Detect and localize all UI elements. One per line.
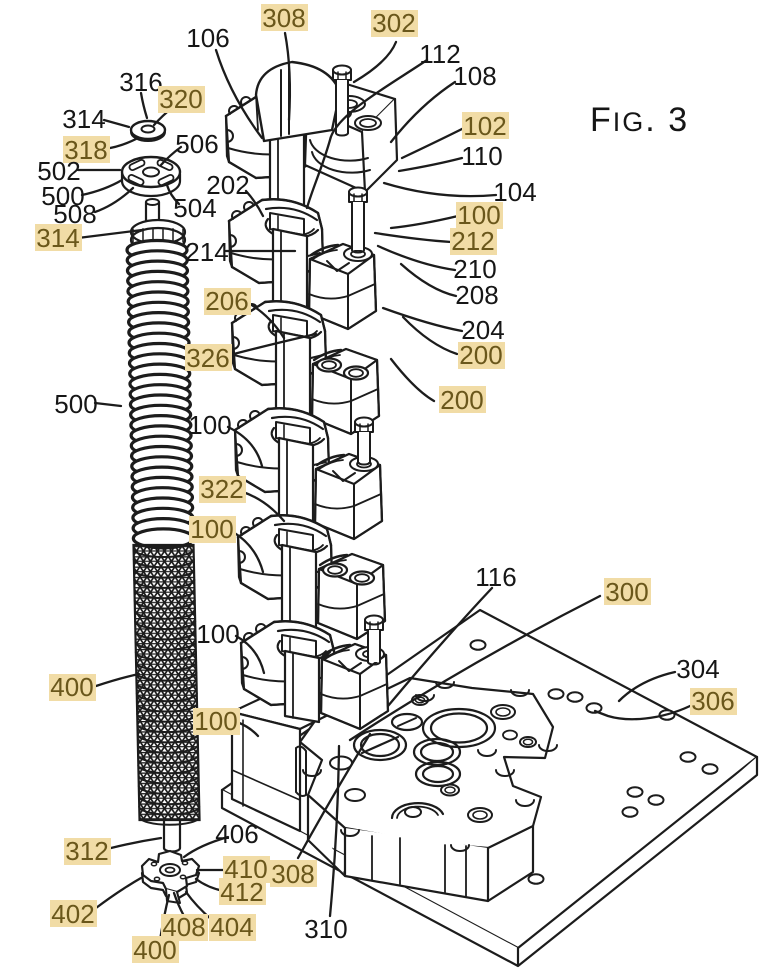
svg-text:304: 304 [676,654,719,684]
svg-text:100: 100 [194,706,237,736]
svg-text:200: 200 [440,385,483,415]
svg-text:106: 106 [186,23,229,53]
svg-text:212: 212 [451,226,494,256]
svg-text:308: 308 [262,3,305,33]
svg-text:204: 204 [461,315,504,345]
svg-text:314: 314 [36,223,79,253]
svg-text:102: 102 [463,111,506,141]
svg-text:310: 310 [304,914,347,944]
svg-text:402: 402 [51,899,94,929]
svg-text:214: 214 [185,237,228,267]
svg-text:308: 308 [271,859,314,889]
svg-text:500: 500 [54,389,97,419]
svg-text:116: 116 [475,562,516,592]
svg-text:400: 400 [50,672,93,702]
svg-text:210: 210 [453,254,496,284]
svg-text:100: 100 [196,619,239,649]
svg-text:500: 500 [41,181,84,211]
svg-text:FIG. 3: FIG. 3 [590,101,689,139]
svg-text:100: 100 [457,200,500,230]
svg-text:110: 110 [461,141,502,171]
svg-text:318: 318 [64,135,107,165]
svg-text:306: 306 [691,686,734,716]
svg-text:502: 502 [37,156,80,186]
svg-text:320: 320 [159,84,202,114]
svg-text:100: 100 [190,514,233,544]
svg-text:208: 208 [455,280,498,310]
svg-text:322: 322 [200,474,243,504]
svg-text:504: 504 [173,193,216,223]
svg-text:302: 302 [372,8,415,38]
svg-text:316: 316 [119,67,162,97]
svg-text:326: 326 [186,343,229,373]
svg-text:412: 412 [220,877,263,907]
svg-text:200: 200 [459,340,502,370]
svg-text:112: 112 [419,39,460,69]
svg-text:506: 506 [175,129,218,159]
svg-text:108: 108 [453,61,496,91]
svg-text:100: 100 [188,410,231,440]
svg-text:312: 312 [65,836,108,866]
svg-text:404: 404 [210,912,253,942]
svg-text:406: 406 [215,819,258,849]
svg-text:400: 400 [133,935,176,965]
svg-text:206: 206 [205,286,248,316]
svg-text:314: 314 [62,104,105,134]
svg-text:202: 202 [206,170,249,200]
svg-text:300: 300 [605,577,648,607]
